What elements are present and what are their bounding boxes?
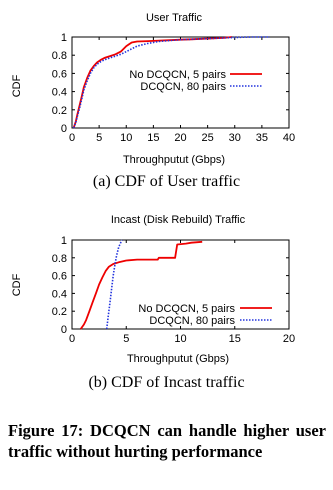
subfigure-caption-a: (a) CDF of User traffic	[92, 173, 241, 190]
chart-title: Incast (Disk Rebuild) Traffic	[111, 214, 246, 226]
y-tick-label: 0	[61, 123, 67, 135]
y-tick-label: 0.8	[52, 50, 67, 62]
legend-label: DCQCN, 80 pairs	[140, 81, 226, 93]
x-tick-label: 20	[174, 132, 186, 144]
x-tick-label: 25	[202, 132, 214, 144]
x-tick-label: 35	[256, 132, 268, 144]
series-line-dcqcn	[105, 239, 123, 330]
legend-label: DCQCN, 80 pairs	[149, 315, 235, 327]
figure-caption: Figure 17: DCQCN can handle higher user …	[8, 421, 326, 461]
series-line-no-dcqcn	[79, 240, 203, 330]
x-tick-label: 10	[120, 132, 132, 144]
chart-title: User Traffic	[146, 12, 203, 24]
subfigure-caption-b: (b) CDF of Incast traffic	[88, 374, 245, 391]
x-tick-label: 5	[96, 132, 102, 144]
x-axis-label: Throughputut (Gbps)	[123, 154, 225, 166]
x-tick-label: 30	[229, 132, 241, 144]
x-tick-label: 10	[174, 333, 186, 345]
y-tick-label: 0	[61, 324, 67, 336]
incast-traffic-chart: Incast (Disk Rebuild) Traffic CDF Throug…	[11, 214, 295, 365]
series-line-dcqcn	[72, 36, 270, 129]
y-axis-label: CDF	[11, 74, 23, 97]
user-traffic-chart: User Traffic CDF Throughputut (Gbps) 0 5 1…	[11, 12, 295, 166]
x-tick-label: 0	[69, 132, 75, 144]
y-tick-label: 0.6	[52, 271, 67, 283]
y-tick-label: 0.8	[52, 253, 67, 265]
legend-label: No DCQCN, 5 pairs	[129, 69, 226, 81]
x-tick-label: 20	[283, 333, 295, 345]
x-tick-label: 40	[283, 132, 295, 144]
y-tick-label: 1	[61, 32, 67, 44]
y-tick-label: 0.6	[52, 68, 67, 80]
y-tick-label: 0.4	[52, 288, 67, 300]
x-axis-label: Throughputut (Gbps)	[127, 353, 229, 365]
x-tick-label: 15	[147, 132, 159, 144]
y-tick-label: 1	[61, 235, 67, 247]
x-tick-label: 5	[123, 333, 129, 345]
x-tick-label: 0	[69, 333, 75, 345]
y-tick-label: 0.2	[52, 306, 67, 318]
y-tick-label: 0.2	[52, 105, 67, 117]
y-tick-label: 0.4	[52, 87, 67, 99]
legend-label: No DCQCN, 5 pairs	[138, 303, 235, 315]
x-tick-label: 15	[229, 333, 241, 345]
y-axis-label: CDF	[11, 273, 23, 296]
